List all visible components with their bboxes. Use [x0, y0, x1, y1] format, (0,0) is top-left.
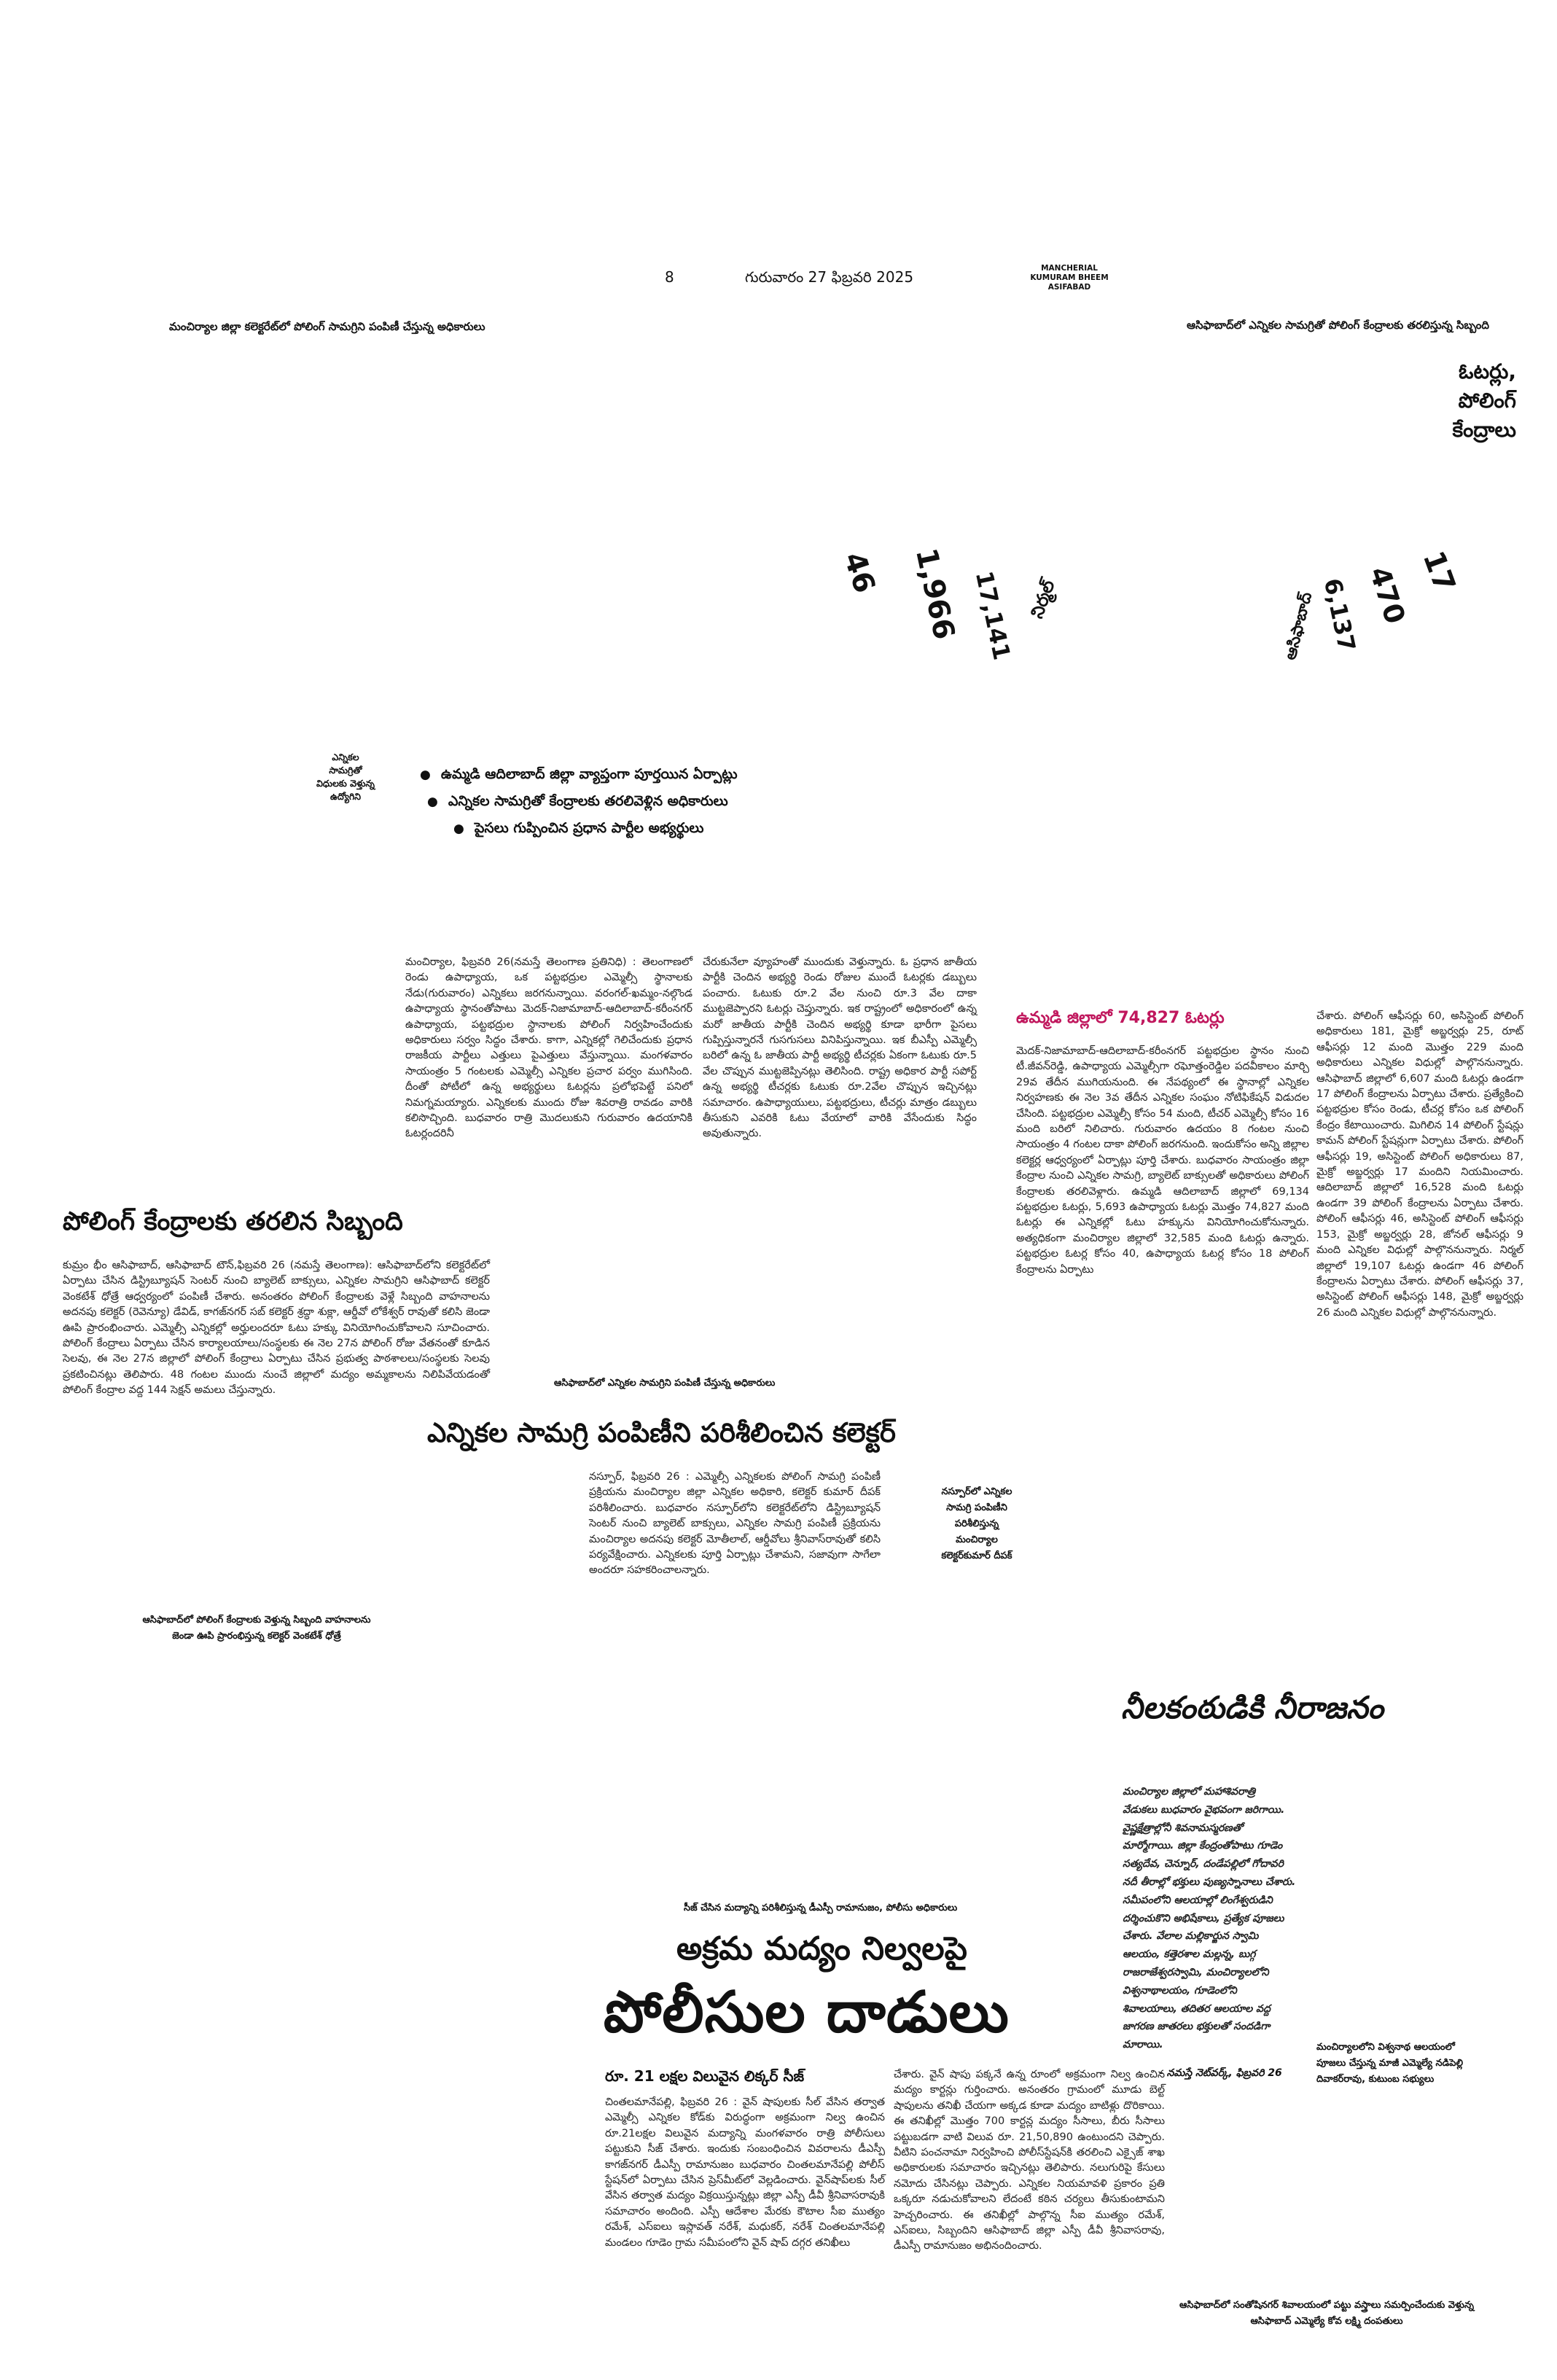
police-story-headline: పోలీసుల దాడులు [604, 1980, 1010, 2045]
page-number: 8 [665, 268, 674, 286]
police-story-column-1: చింతలమానేపల్లి, ఫిబ్రవరి 26 : వైన్ షాపుల… [605, 2096, 885, 2249]
police-story-kicker: అక్రమ మద్యం నిల్వలపై [676, 1930, 967, 1967]
edition-label: MANCHERIAL KUMURAM BHEEM ASIFABAD [1030, 264, 1109, 292]
asifabad-voters-b: 6,137 [1318, 576, 1362, 654]
nirmal-district-label: నిర్మల్ [1026, 577, 1059, 621]
bullet-item: పైసలు గుప్పించిన ప్రధాన పార్టీల అభ్యర్థు… [453, 815, 901, 842]
photo-caption-asifabad-material: ఆసిఫాబాద్‌లో ఎన్నికల సామగ్రిని పంపిణీ చే… [554, 1378, 776, 1389]
temple-story-headline: నీలకంఠుడికి నీరాజనం [1121, 1690, 1384, 1725]
photo-caption-top-right: ఆసిఫాబాద్‌లో ఎన్నికల సామగ్రితో పోలింగ్ క… [1187, 319, 1489, 332]
nirmal-voters-a: 1,966 [909, 545, 961, 643]
temple-story-credit: - నమస్తే నెట్‌వర్క్, ఫిబ్రవరి 26 [1159, 2067, 1282, 2079]
infographic-title: ఓటర్లు, పోలింగ్ కేంద్రాలు [1452, 359, 1516, 442]
district-story-column-2: చేశారు. పోలింగ్ ఆఫీసర్లు 60, అసిస్టెంట్ … [1316, 1010, 1523, 1319]
district-story-headline: ఉమ్మడి జిల్లాలో 74,827 ఓటర్లు [1016, 1009, 1225, 1027]
photo-caption-vehicles: ఆసిఫాబాద్‌లో పోలింగ్ కేంద్రాలకు వెళ్తున్… [142, 1615, 371, 1642]
photo-caption-mla-temple: మంచిర్యాలలోని విశ్వనాథ ఆలయంలో పూజలు చేస్… [1316, 2042, 1464, 2085]
nirmal-polling-centres: 46 [837, 548, 882, 598]
asifabad-voters-a: 470 [1363, 563, 1412, 628]
bullet-item: ఎన్నికల సామగ్రితో కేంద్రాలకు తరలివెళ్లిన… [427, 788, 901, 815]
lead-story-column-2: చేరుకునేలా వ్యూహంతో ముందుకు వెళ్తున్నారు… [703, 956, 977, 1140]
lead-bullets: ఉమ్మడి ఆదిలాబాద్ జిల్లా వ్యాప్తంగా పూర్త… [420, 761, 901, 842]
photo-caption-bottom-right: ఆసిఫాబాద్‌లో సంతోషినగర్ శివాలయంలో పట్టు … [1179, 2300, 1474, 2327]
police-story-deck: రూ. 21 లక్షల విలువైన లిక్కర్ సీజ్ [605, 2067, 805, 2085]
photo-caption-police-seized: సీజ్ చేసిన మద్యాన్ని పరిశీలిస్తున్న డీఎస… [684, 1903, 958, 1913]
issue-date: గురువారం 27 ఫిబ్రవరి 2025 [745, 268, 914, 286]
nirmal-voters-b: 17,141 [969, 569, 1016, 663]
collector-story-body: నస్పూర్, ఫిబ్రవరి 26 : ఎమ్మెల్సీ ఎన్నికల… [589, 1471, 881, 1577]
staff-story-headline: పోలింగ్ కేంద్రాలకు తరలిన సిబ్బంది [63, 1207, 403, 1236]
bullet-item: ఉమ్మడి ఆదిలాబాద్ జిల్లా వ్యాప్తంగా పూర్త… [420, 761, 901, 788]
collector-story-headline: ఎన్నికల సామగ్రి పంపిణీని పరిశీలించిన కలె… [427, 1417, 896, 1448]
lead-story-column-1: మంచిర్యాల, ఫిబ్రవరి 26(నమస్తే తెలంగాణ ప్… [405, 956, 692, 1140]
asifabad-polling-centres: 17 [1416, 547, 1462, 597]
photo-caption-top-left: మంచిర్యాల జిల్లా కలెక్టరేట్‌లో పోలింగ్ స… [169, 320, 485, 333]
staff-story-body: కుమ్రం భీం ఆసిఫాబాద్, ఆసిఫాబాద్ టౌన్,ఫిబ… [63, 1260, 490, 1397]
temple-story-body: మంచిర్యాల జిల్లాలో మహాశివరాత్రి వేడుకలు … [1123, 1786, 1296, 2051]
photo-caption-election-staff: ఎన్నికల సామగ్రితో విధులకు వెళ్తున్న ఉద్య… [316, 752, 375, 802]
photo-caption-naspur: నస్పూర్‌లో ఎన్నికల సామగ్రి పంపిణీని పరిశ… [941, 1486, 1012, 1561]
police-story-column-2: చేశారు. వైన్ షాపు పక్కనే ఉన్న రూంలో అక్ర… [894, 2069, 1165, 2252]
district-story-column-1: మెదక్-నిజామాబాద్-ఆదిలాబాద్-కరీంనగర్ పట్ట… [1016, 1045, 1309, 1276]
asifabad-district-label: ఆసిఫాబాద్ [1281, 590, 1316, 663]
